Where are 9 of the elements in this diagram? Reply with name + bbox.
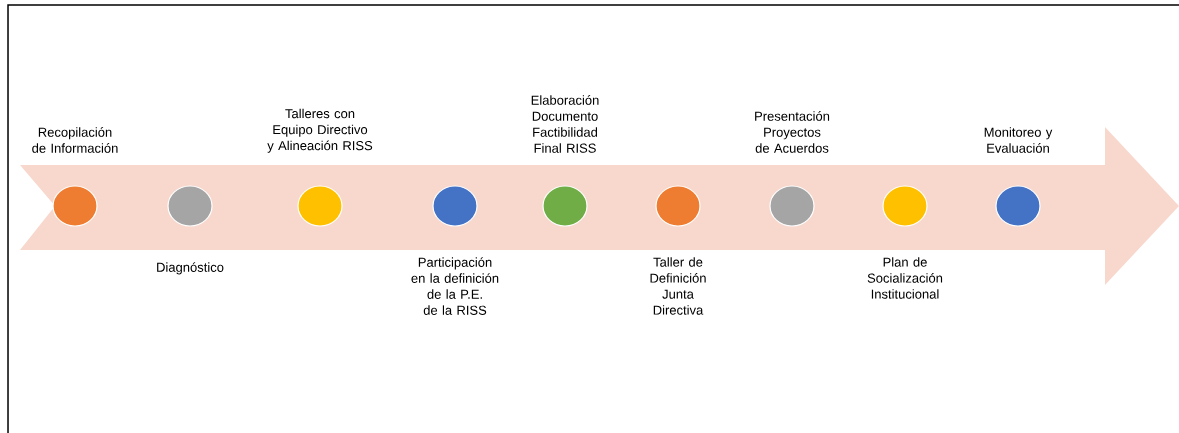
step-label: Elaboración Documento Factibilidad Final RISS <box>531 95 599 153</box>
step-label: Presentación Proyectos de Acuerdos <box>755 111 830 153</box>
step-label: Diagnóstico <box>157 262 224 275</box>
step-label: Talleres con Equipo Directivo y Alineación RISS <box>267 108 373 153</box>
step-label: Participación en la definición de la P.E. de la RISS <box>411 257 499 315</box>
step-label: Monitoreo y Evaluación <box>984 127 1053 153</box>
step-label: Taller de Definición Junta Directiva <box>650 257 706 315</box>
step-label: Recopilación de Información <box>32 127 118 153</box>
step-label: Plan de Socialización Institucional <box>867 257 943 299</box>
